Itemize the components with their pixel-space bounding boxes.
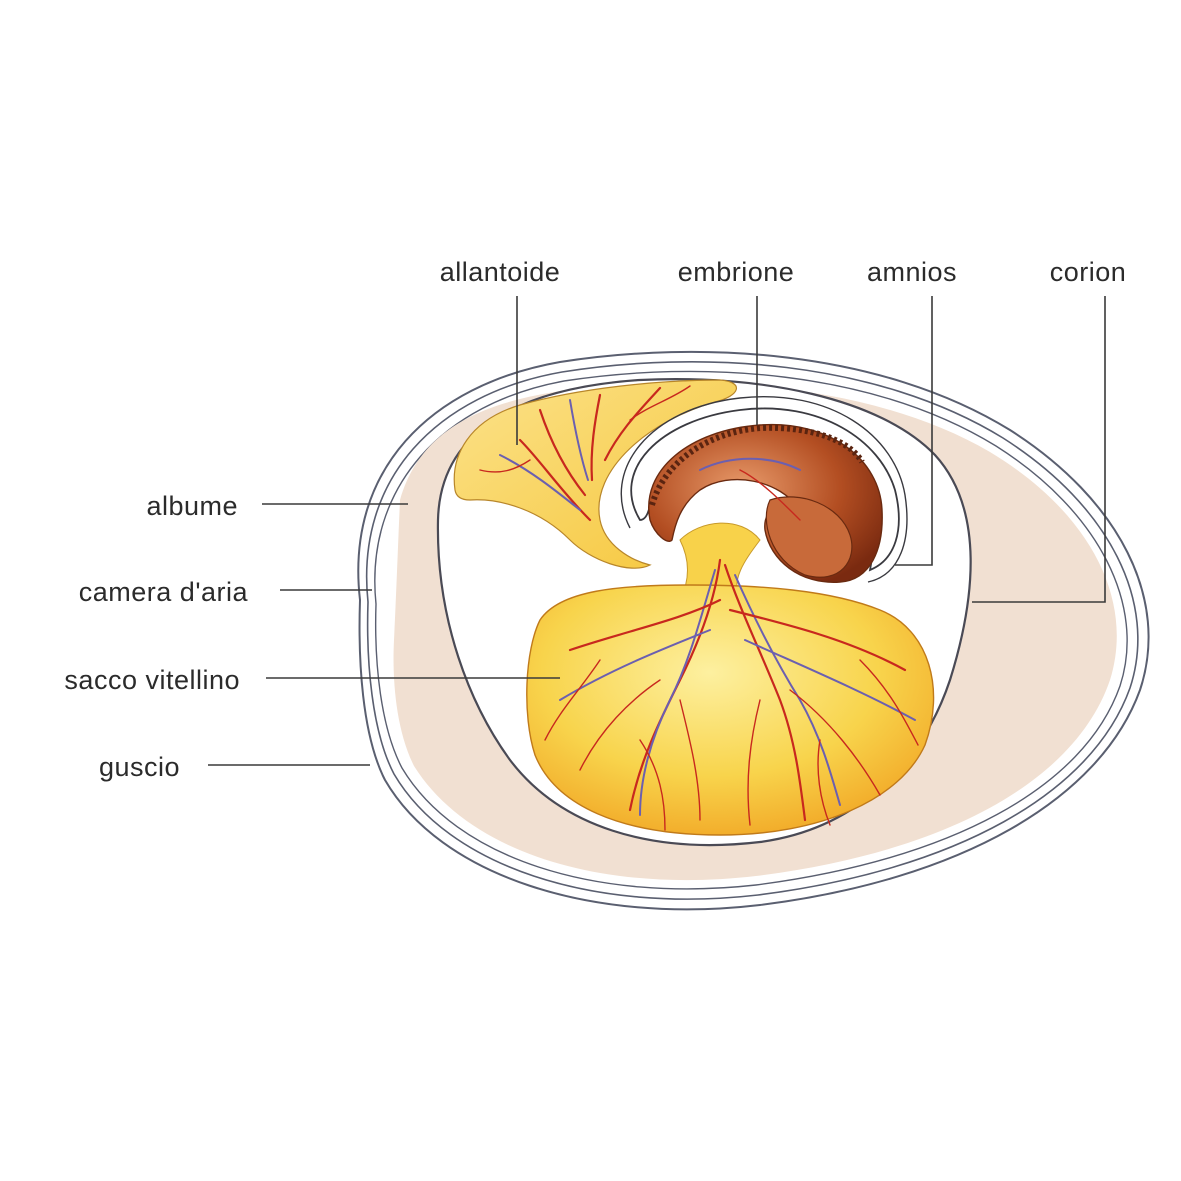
label-camera-aria: camera d'aria [79,577,249,607]
label-corion: corion [1050,257,1127,287]
label-albume: albume [146,491,238,521]
embryo [648,423,883,583]
yolk-sac [526,558,935,836]
allantois [453,379,738,569]
label-allantoide: allantoide [440,257,561,287]
label-guscio: guscio [99,752,180,782]
label-sacco-vitellino: sacco vitellino [64,665,240,695]
label-amnios: amnios [867,257,957,287]
leader-lines [208,296,1106,766]
label-embrione: embrione [678,257,795,287]
